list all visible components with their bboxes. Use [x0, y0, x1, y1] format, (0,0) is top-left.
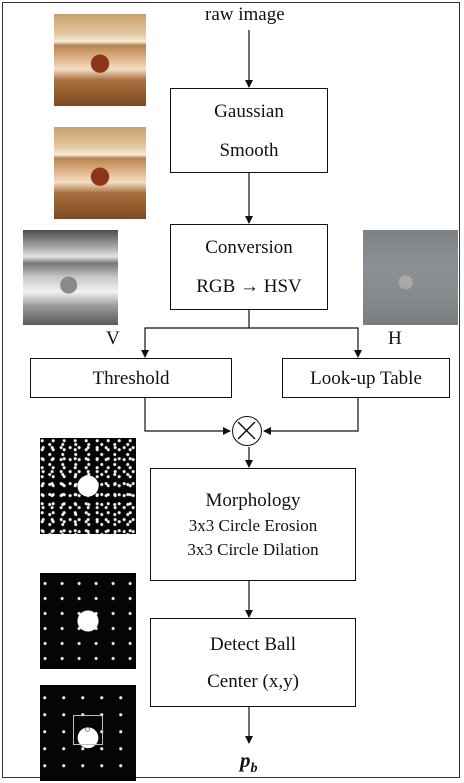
lookup-table-box: Look-up Table	[282, 358, 450, 398]
arrow-lookup-to-mult	[263, 398, 359, 435]
v-channel-label: V	[106, 328, 120, 349]
center-marker	[85, 727, 90, 732]
arrow-conversion-to-lookup	[249, 327, 362, 358]
circled-times-icon	[232, 416, 262, 446]
figure-frame	[2, 2, 460, 778]
raw-image-label: raw image	[205, 4, 285, 25]
morphology-box: Morphology 3x3 Circle Erosion 3x3 Circle…	[150, 468, 356, 581]
smoothed-image-thumbnail-1	[54, 14, 146, 106]
conversion-box: Conversion RGB → HSV	[170, 224, 328, 310]
gaussian-smooth-box: Gaussian Smooth	[170, 88, 328, 173]
morphology-mask-thumbnail	[40, 573, 136, 669]
detected-ball-thumbnail	[40, 685, 136, 781]
bounding-box	[73, 715, 103, 745]
hue-channel-thumbnail	[363, 230, 458, 325]
threshold-box: Threshold	[30, 358, 232, 398]
detect-ball-center-box: Detect Ball Center (x,y)	[150, 618, 356, 707]
thresholded-mask-thumbnail	[40, 438, 136, 534]
h-channel-label: H	[388, 328, 402, 349]
value-channel-thumbnail	[23, 230, 118, 325]
arrow-conversion-to-threshold	[141, 310, 250, 358]
arrow-threshold-to-mult	[144, 398, 231, 435]
smoothed-image-thumbnail-2	[54, 127, 146, 219]
output-label: pb	[240, 748, 258, 777]
